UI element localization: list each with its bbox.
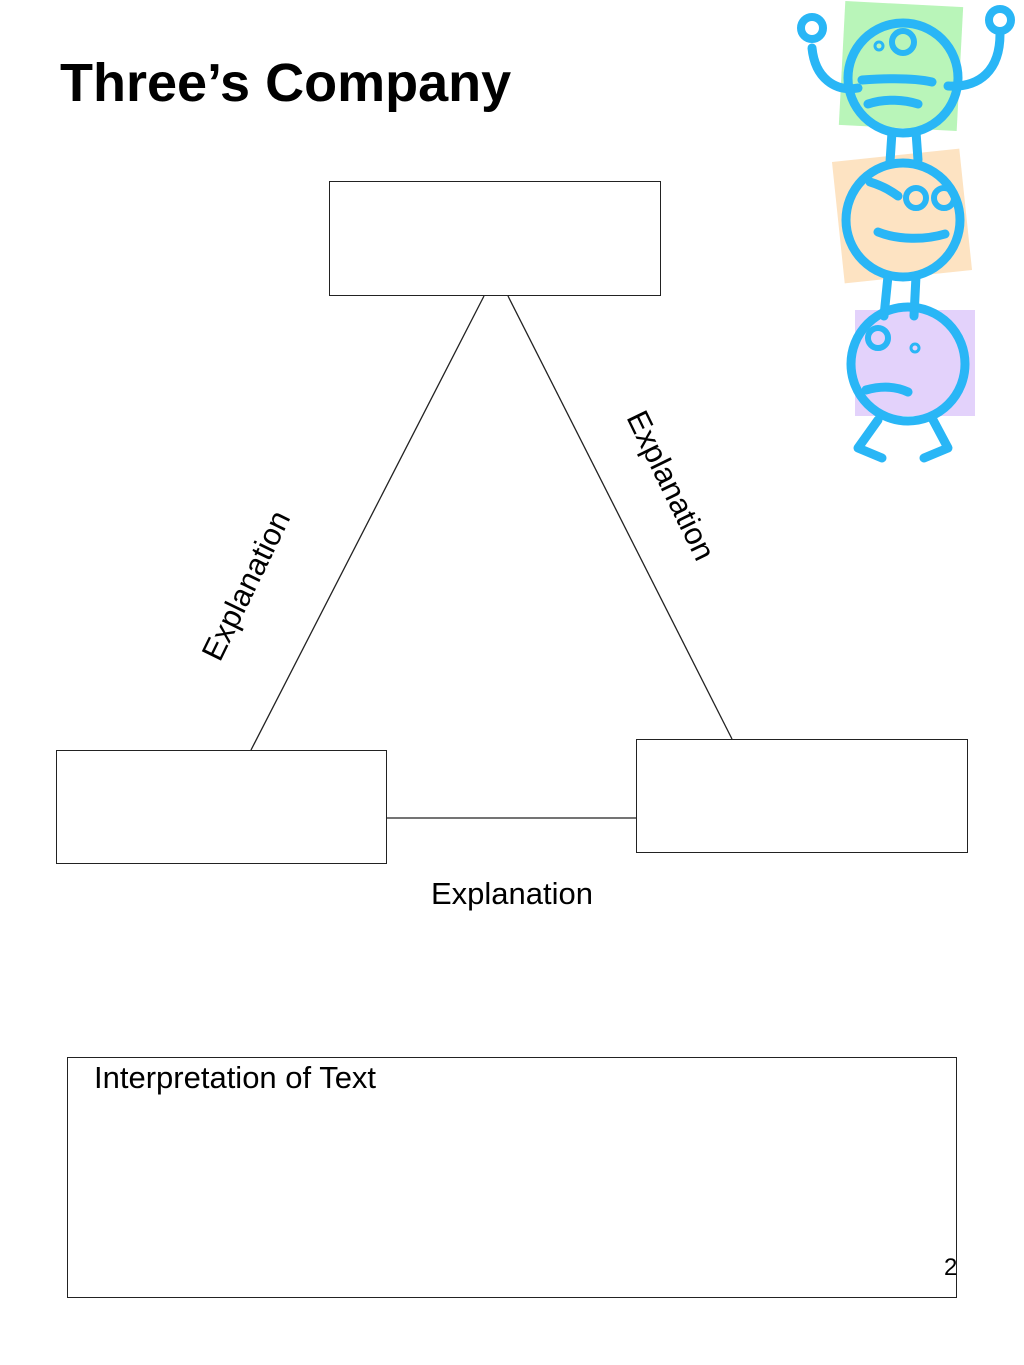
left-explanation-label: Explanation [194,505,298,666]
interpretation-box: Interpretation of Text [67,1057,957,1298]
bottom-right-box [636,739,968,853]
slide-title: Three’s Company [60,53,512,113]
bottom-left-box [56,750,387,864]
right-explanation-label: Explanation [619,405,723,566]
bottom-explanation-label: Explanation [430,876,593,911]
interpretation-label: Interpretation of Text [94,1060,377,1095]
top-box [329,181,661,296]
peach-square [831,148,973,284]
page-number: 2 [944,1254,958,1281]
three-stacked-characters-icon [797,0,1015,463]
